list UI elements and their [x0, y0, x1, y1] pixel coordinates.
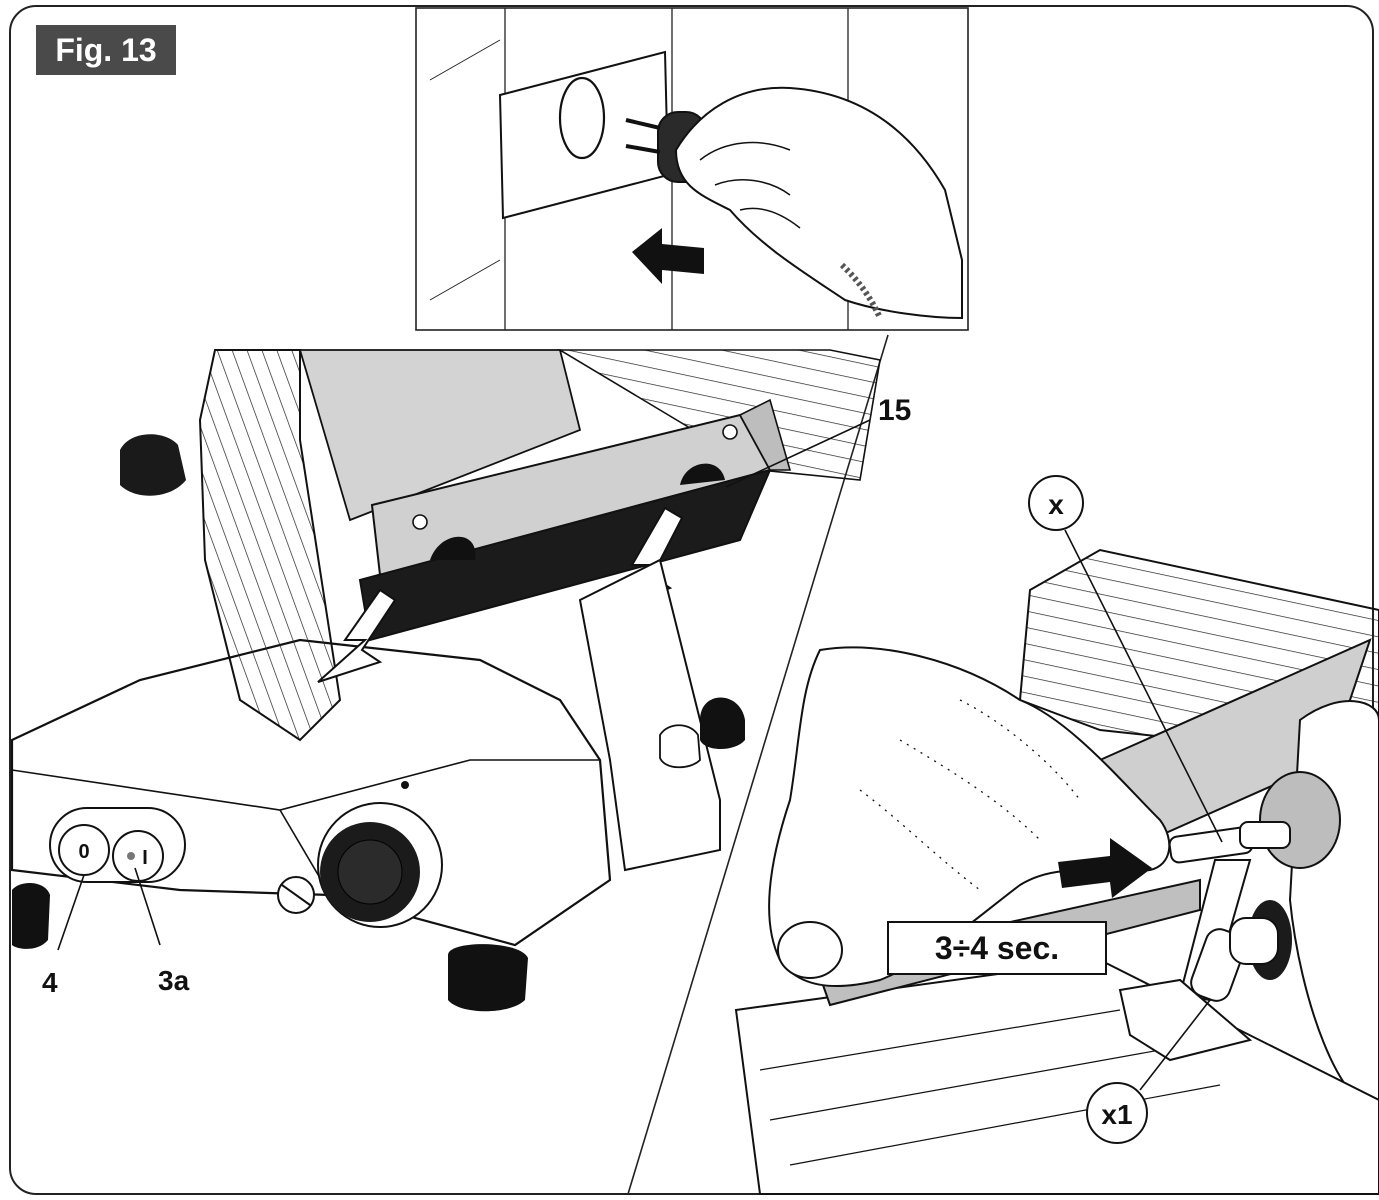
- unplug-inset: [415, 7, 969, 331]
- callout-4: 4: [42, 967, 58, 998]
- slicer-left-view: [10, 349, 881, 1012]
- callout-x1: x1: [1101, 1099, 1132, 1130]
- timer-text: 3÷4 sec.: [935, 930, 1059, 966]
- callout-x: x: [1048, 489, 1064, 520]
- callout-3a: 3a: [158, 965, 190, 996]
- callout-x-circle: [1028, 475, 1084, 531]
- callout-15: 15: [878, 394, 911, 427]
- push-direction-arrow: [1058, 838, 1152, 898]
- figure-border: [9, 5, 1374, 1195]
- on-switch-label: I: [142, 847, 148, 869]
- foot-front: [448, 944, 528, 1012]
- blade-disk: [1288, 700, 1379, 1112]
- on-button: [112, 830, 164, 882]
- blade-guard: [198, 349, 342, 742]
- off-switch-label: 0: [78, 841, 89, 863]
- figure-label: Fig. 13: [36, 25, 176, 75]
- sharpening-view: [734, 475, 1379, 1195]
- hand-icon: [674, 86, 963, 320]
- timer-box: [887, 921, 1107, 975]
- callout-x1-circle: [1086, 1082, 1148, 1144]
- top-knob: [120, 434, 186, 496]
- pull-direction-arrow: [632, 228, 704, 284]
- hand-pushing-icon: [768, 646, 1171, 987]
- slicer-stand: [578, 558, 721, 872]
